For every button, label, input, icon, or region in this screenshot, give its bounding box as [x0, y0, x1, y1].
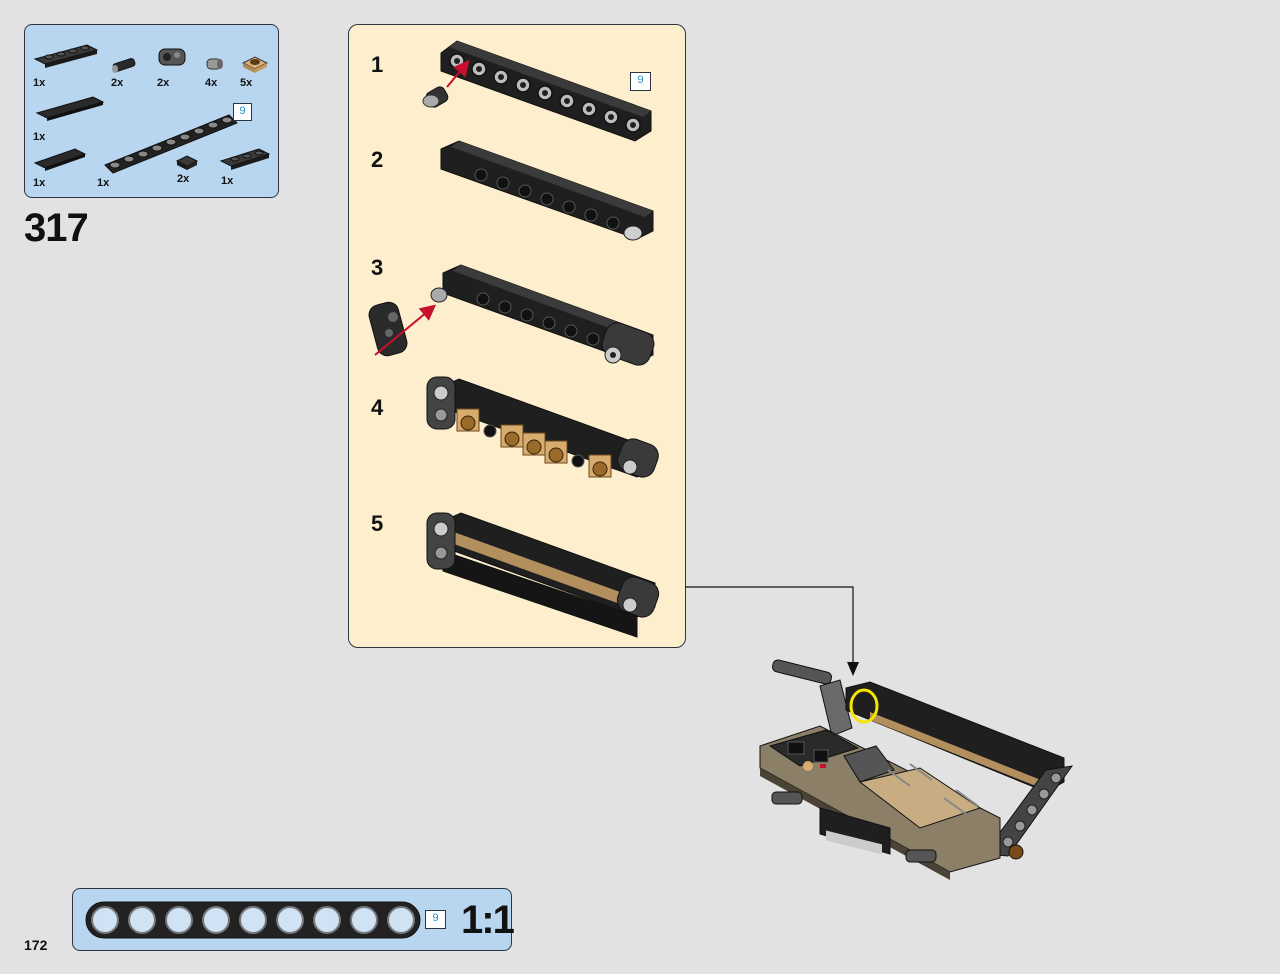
scale-bar-panel: 9 1:1 [72, 888, 515, 951]
substep-number: 2 [371, 147, 384, 172]
substep-1-length-callout: 9 [630, 72, 651, 91]
main-model-illustration [759, 659, 1074, 880]
technic-beam-icon [104, 114, 238, 174]
plate-with-clips-icon [33, 44, 99, 68]
qty-label: 4x [205, 77, 218, 89]
qty-label: 2x [177, 173, 190, 185]
cross-block-icon [158, 48, 186, 66]
substep-2-assembly [440, 140, 654, 241]
scale-length-callout: 9 [425, 910, 446, 929]
substep-panel: 1 2 3 4 5 9 [348, 24, 686, 648]
tile-long-icon [35, 96, 105, 121]
qty-label: 1x [33, 77, 46, 89]
substep-3-arrow [374, 304, 437, 356]
plate-clips-short-icon [219, 148, 271, 170]
qty-label: 1x [33, 177, 46, 189]
axle-pin-icon [112, 58, 136, 73]
qty-label: 1x [97, 177, 110, 189]
parts-list-illustrations [33, 44, 271, 174]
substep-1-beam [440, 40, 652, 142]
qty-label: 2x [157, 77, 170, 89]
step-number: 317 [24, 206, 89, 250]
substep-5-assembly [426, 512, 660, 638]
beam-length-callout: 9 [233, 103, 252, 121]
substep-number: 5 [371, 511, 384, 536]
qty-label: 1x [221, 175, 234, 187]
substep-3-cross-block [368, 301, 408, 357]
tan-round-plate-icon [241, 56, 269, 73]
plate-small-icon [175, 155, 199, 170]
substep-1-pin [422, 86, 449, 108]
substep-number: 4 [371, 395, 384, 420]
parts-list-panel: 1x 2x 2x 4x 5x 1x 1x 1x 2x 1x 9 [24, 24, 279, 198]
substep-number: 3 [371, 255, 384, 280]
substep-illustrations [368, 40, 660, 638]
substep-number: 1 [371, 52, 384, 77]
bush-icon [206, 58, 223, 70]
scale-ratio: 1:1 [461, 898, 515, 942]
substep-3-assembly [430, 264, 655, 366]
qty-label: 2x [111, 77, 124, 89]
scale-beam-illustration [85, 901, 421, 939]
substep-1-arrow [446, 59, 470, 88]
tile-short-icon [33, 148, 87, 171]
substep-4-assembly [426, 376, 659, 478]
qty-label: 1x [33, 131, 46, 143]
qty-label: 5x [240, 77, 253, 89]
highlight-ring [849, 688, 879, 724]
page-number: 172 [24, 937, 48, 953]
